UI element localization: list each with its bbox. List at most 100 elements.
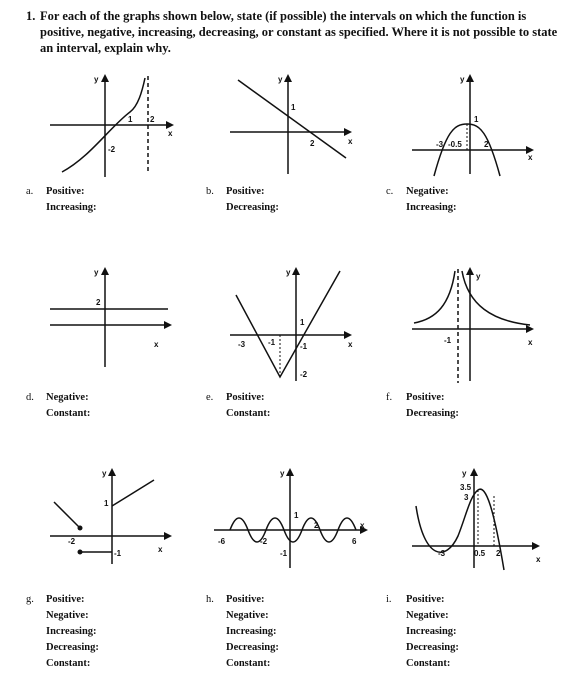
graph-f: y x -1 <box>412 265 542 385</box>
y-axis-arrow <box>284 74 292 82</box>
y-axis-arrow <box>470 468 478 476</box>
graph-b: y x 1 2 <box>230 72 360 177</box>
label-neg3: -3 <box>438 549 446 558</box>
line-positive: Positive: <box>226 186 265 197</box>
question: 1. For each of the graphs shown below, s… <box>26 8 566 56</box>
label-1: 1 <box>474 115 479 124</box>
label-2: 2 <box>484 140 489 149</box>
y-label: y <box>94 75 99 84</box>
line <box>237 79 347 159</box>
part-letter: b. <box>206 186 214 197</box>
line-negative: Negative: <box>46 392 89 403</box>
line-increasing: Increasing: <box>226 626 277 637</box>
part-letter: e. <box>206 392 214 403</box>
x-axis-arrow <box>344 331 352 339</box>
x-axis-arrow <box>526 325 534 333</box>
label-1: 1 <box>300 318 305 327</box>
line-negative: Negative: <box>226 610 269 621</box>
label-2: 2 <box>96 298 101 307</box>
line-negative: Negative: <box>406 186 449 197</box>
label-neg3: -3 <box>436 140 444 149</box>
question-text: For each of the graphs shown below, stat… <box>40 9 558 55</box>
label-neg1: -1 <box>444 336 452 345</box>
y-label: y <box>462 469 467 478</box>
x-label: x <box>536 555 541 564</box>
line-positive: Positive: <box>406 594 445 605</box>
line-positive: Positive: <box>226 392 265 403</box>
part-letter: a. <box>26 186 34 197</box>
label-1: 1 <box>104 499 109 508</box>
label-1: 1 <box>294 511 299 520</box>
line-negative: Negative: <box>46 610 89 621</box>
question-number: 1. <box>26 9 36 23</box>
line-constant: Constant: <box>46 658 91 669</box>
graph-g: y x 1 -2 -1 <box>50 466 180 566</box>
y-label: y <box>94 268 99 277</box>
y-axis-arrow <box>286 468 294 476</box>
label-neg3: -3 <box>238 340 246 349</box>
line-decreasing: Decreasing: <box>46 642 99 653</box>
line-increasing: Increasing: <box>46 202 97 213</box>
graph-i: y x 3.5 3 -3 0.5 2 <box>412 466 552 571</box>
x-label: x <box>528 338 533 347</box>
part-letter: f. <box>386 392 393 403</box>
label-neg1: -1 <box>280 549 288 558</box>
graph-c: y x 1 -3 -0.5 2 <box>412 72 542 177</box>
x-label: x <box>360 521 365 530</box>
y-axis-arrow <box>292 267 300 275</box>
y-axis-arrow <box>101 267 109 275</box>
x-axis-arrow <box>532 542 540 550</box>
left-branch <box>413 270 456 324</box>
line-positive: Positive: <box>46 186 85 197</box>
line-constant: Constant: <box>226 408 271 419</box>
label-neg6: -6 <box>218 537 226 546</box>
curve <box>61 77 146 173</box>
label-neg1-y: -1 <box>300 342 308 351</box>
line-decreasing: Decreasing: <box>406 408 459 419</box>
x-label: x <box>348 340 353 349</box>
line-increasing: Increasing: <box>406 202 457 213</box>
right-segment <box>111 479 155 507</box>
label-neg2: -2 <box>108 145 116 154</box>
x-label: x <box>528 153 533 162</box>
part-letter: i. <box>386 594 392 605</box>
label-0.5: 0.5 <box>474 549 486 558</box>
part-letter: c. <box>386 186 394 197</box>
cubic-curve <box>415 488 505 571</box>
y-label: y <box>280 469 285 478</box>
y-axis-arrow <box>466 267 474 275</box>
x-axis-arrow <box>526 146 534 154</box>
line-constant: Constant: <box>46 408 91 419</box>
y-label: y <box>278 75 283 84</box>
left-endpoint <box>77 525 83 531</box>
graph-d: y x 2 <box>50 265 180 370</box>
graph-h: y x 1 2 -6 -2 -1 6 <box>214 466 374 571</box>
label-neg1: -1 <box>114 549 122 558</box>
y-axis-arrow <box>108 468 116 476</box>
label-2: 2 <box>496 549 501 558</box>
part-letter: h. <box>206 594 214 605</box>
line-decreasing: Decreasing: <box>226 202 279 213</box>
label-3.5: 3.5 <box>460 483 472 492</box>
graph-a: y x 1 2 -2 <box>50 72 180 177</box>
x-axis-arrow <box>360 526 368 534</box>
label-3: 3 <box>464 493 469 502</box>
line-decreasing: Decreasing: <box>226 642 279 653</box>
left-segment <box>53 501 81 529</box>
part-letter: d. <box>26 392 34 403</box>
y-axis-arrow <box>101 74 109 82</box>
line-increasing: Increasing: <box>46 626 97 637</box>
line-constant: Constant: <box>406 658 451 669</box>
x-axis-arrow <box>166 121 174 129</box>
part-letter: g. <box>26 594 34 605</box>
label-neg1-x: -1 <box>268 338 276 347</box>
x-label: x <box>348 137 353 146</box>
label-6: 6 <box>352 537 357 546</box>
label-neg2: -2 <box>300 370 308 379</box>
label-2: 2 <box>150 115 155 124</box>
x-axis-arrow <box>344 128 352 136</box>
line-positive: Positive: <box>46 594 85 605</box>
line-negative: Negative: <box>406 610 449 621</box>
x-axis-arrow <box>164 321 172 329</box>
graph-e: y x 1 -3 -1 -1 -2 <box>230 265 360 385</box>
